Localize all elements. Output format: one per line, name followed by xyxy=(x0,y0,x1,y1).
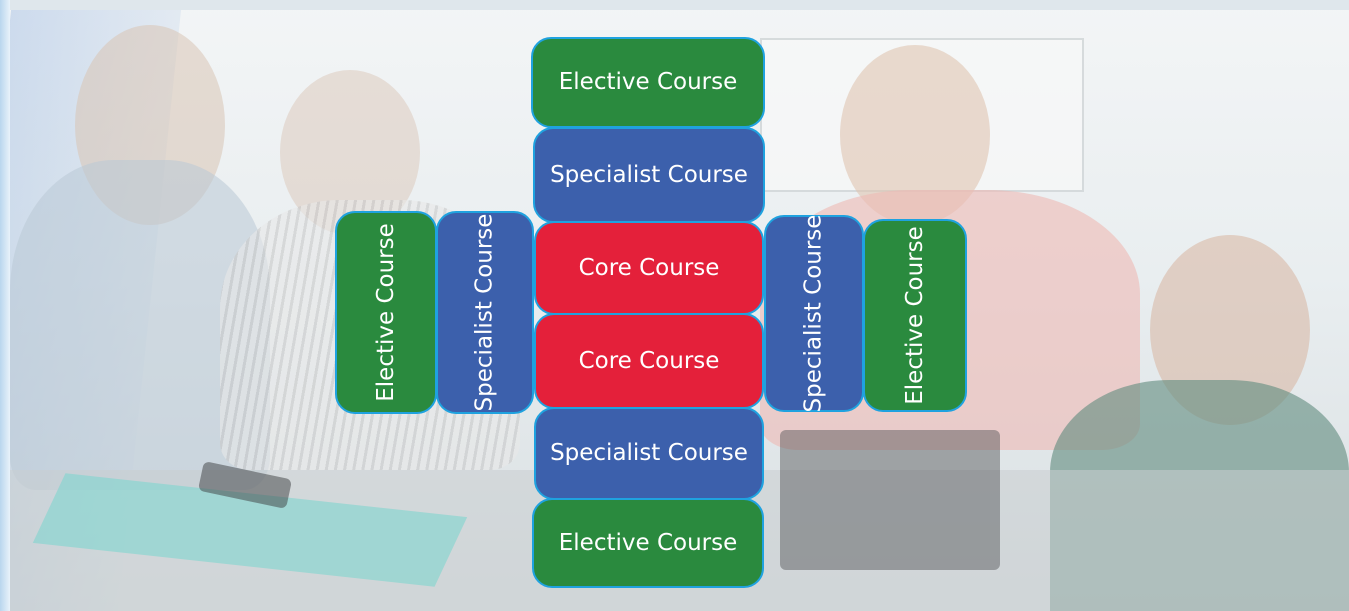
right-elective-box: Elective Course xyxy=(863,219,967,412)
top-border xyxy=(0,0,1349,10)
left-elective-label: Elective Course xyxy=(372,223,399,402)
top-specialist-box: Specialist Course xyxy=(533,127,765,223)
top-specialist-label: Specialist Course xyxy=(550,161,748,188)
core-lower-box: Core Course xyxy=(534,313,764,409)
bottom-elective-box: Elective Course xyxy=(532,498,764,588)
left-elective-box: Elective Course xyxy=(335,211,437,414)
core-upper-box: Core Course xyxy=(534,221,764,315)
top-elective-box: Elective Course xyxy=(531,37,765,128)
left-border xyxy=(0,0,10,611)
left-specialist-label: Specialist Course xyxy=(471,213,498,412)
right-elective-label: Elective Course xyxy=(901,226,928,405)
laptop xyxy=(780,430,1000,570)
left-specialist-box: Specialist Course xyxy=(436,211,534,414)
bottom-specialist-box: Specialist Course xyxy=(534,407,764,500)
right-specialist-label: Specialist Course xyxy=(800,214,827,413)
bottom-specialist-label: Specialist Course xyxy=(550,440,748,466)
right-specialist-box: Specialist Course xyxy=(764,215,864,412)
top-elective-label: Elective Course xyxy=(558,69,738,95)
core-upper-label: Core Course xyxy=(578,254,720,281)
bottom-elective-label: Elective Course xyxy=(558,529,738,556)
core-lower-label: Core Course xyxy=(578,347,720,374)
